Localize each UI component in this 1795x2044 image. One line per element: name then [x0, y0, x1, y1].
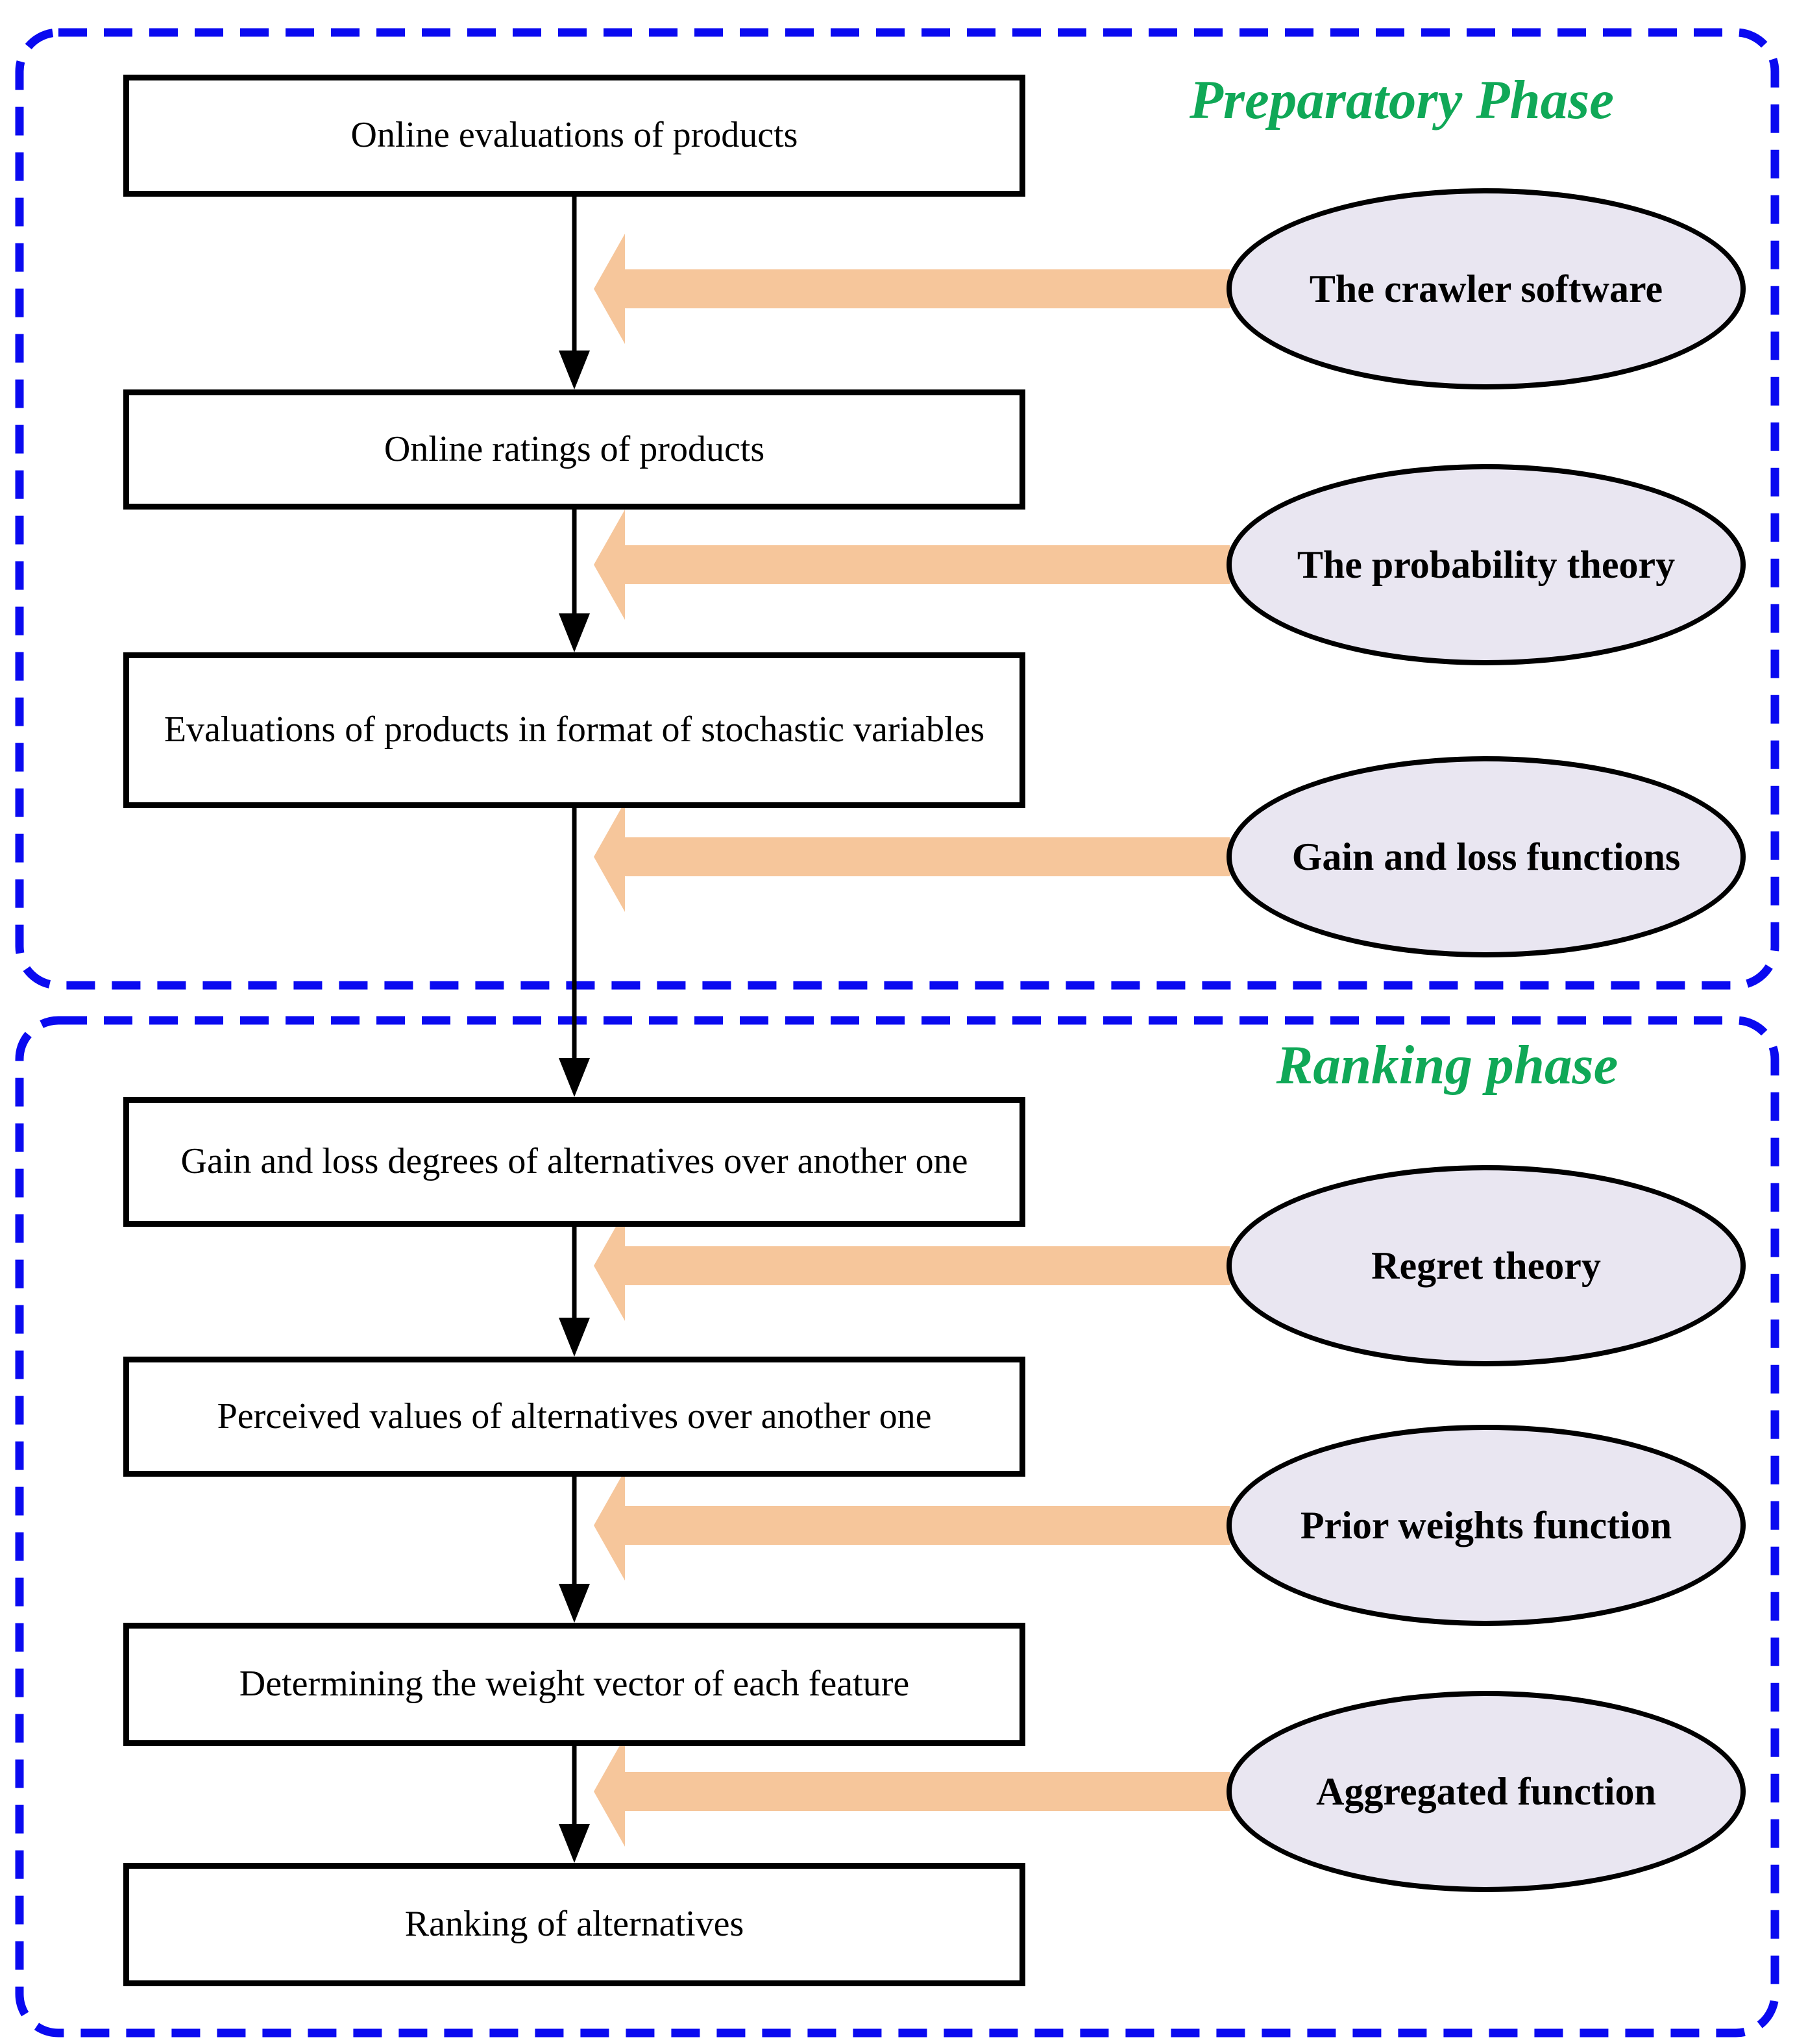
preparatory-phase-title: Preparatory Phase — [1190, 69, 1614, 130]
connector-box6-box7 — [559, 1743, 590, 1863]
flow-box-label: Ranking of alternatives — [404, 1904, 744, 1945]
connector-box4-box5 — [559, 1224, 590, 1357]
ellipse-aggregated-function: Aggregated function — [1227, 1691, 1746, 1892]
flow-box-label: Online ratings of products — [384, 428, 765, 469]
ellipse-label: Gain and loss functions — [1291, 835, 1681, 878]
flow-box-ranking-alternatives: Ranking of alternatives — [123, 1863, 1025, 1986]
flow-box-gain-loss-degrees: Gain and loss degrees of alternatives ov… — [123, 1097, 1025, 1227]
ellipse-label: The crawler software — [1309, 267, 1663, 310]
ellipse-label: Aggregated function — [1316, 1769, 1656, 1813]
ellipse-label: Regret theory — [1371, 1244, 1601, 1287]
block-arrow-prior-weights — [594, 1470, 1230, 1581]
flow-box-label: Online evaluations of products — [350, 115, 798, 156]
block-arrow-aggregated — [594, 1736, 1230, 1847]
ellipse-crawler-software: The crawler software — [1227, 188, 1746, 389]
flow-box-stochastic-variables: Evaluations of products in format of sto… — [123, 652, 1025, 808]
ellipse-prior-weights-function: Prior weights function — [1227, 1425, 1746, 1626]
flow-box-online-evaluations: Online evaluations of products — [123, 75, 1025, 197]
connector-box2-box3 — [559, 505, 590, 652]
flow-box-label: Determining the weight vector of each fe… — [239, 1664, 910, 1705]
ellipse-gain-loss-functions: Gain and loss functions — [1227, 756, 1746, 957]
block-arrow-gain-loss — [594, 802, 1230, 912]
flow-box-online-ratings: Online ratings of products — [123, 389, 1025, 510]
flow-box-label: Perceived values of alternatives over an… — [217, 1396, 932, 1436]
preparatory-phase-border — [15, 28, 1779, 990]
flow-box-label: Evaluations of products in format of sto… — [164, 709, 985, 750]
flow-box-label: Gain and loss degrees of alternatives ov… — [180, 1141, 968, 1182]
connector-box1-box2 — [559, 195, 590, 389]
ranking-phase-title: Ranking phase — [1276, 1035, 1618, 1096]
block-arrow-regret — [594, 1211, 1230, 1321]
connector-box5-box6 — [559, 1473, 590, 1623]
ranking-phase-border — [15, 1016, 1779, 2038]
ellipse-label: Prior weights function — [1300, 1503, 1672, 1547]
block-arrow-crawler — [594, 234, 1230, 344]
ellipse-label: The probability theory — [1297, 543, 1676, 586]
flow-box-weight-vector: Determining the weight vector of each fe… — [123, 1623, 1025, 1746]
ellipse-probability-theory: The probability theory — [1227, 464, 1746, 665]
ellipse-regret-theory: Regret theory — [1227, 1165, 1746, 1366]
block-arrow-probability — [594, 510, 1230, 620]
connector-box3-box4 — [559, 805, 590, 1097]
flow-box-perceived-values: Perceived values of alternatives over an… — [123, 1357, 1025, 1477]
